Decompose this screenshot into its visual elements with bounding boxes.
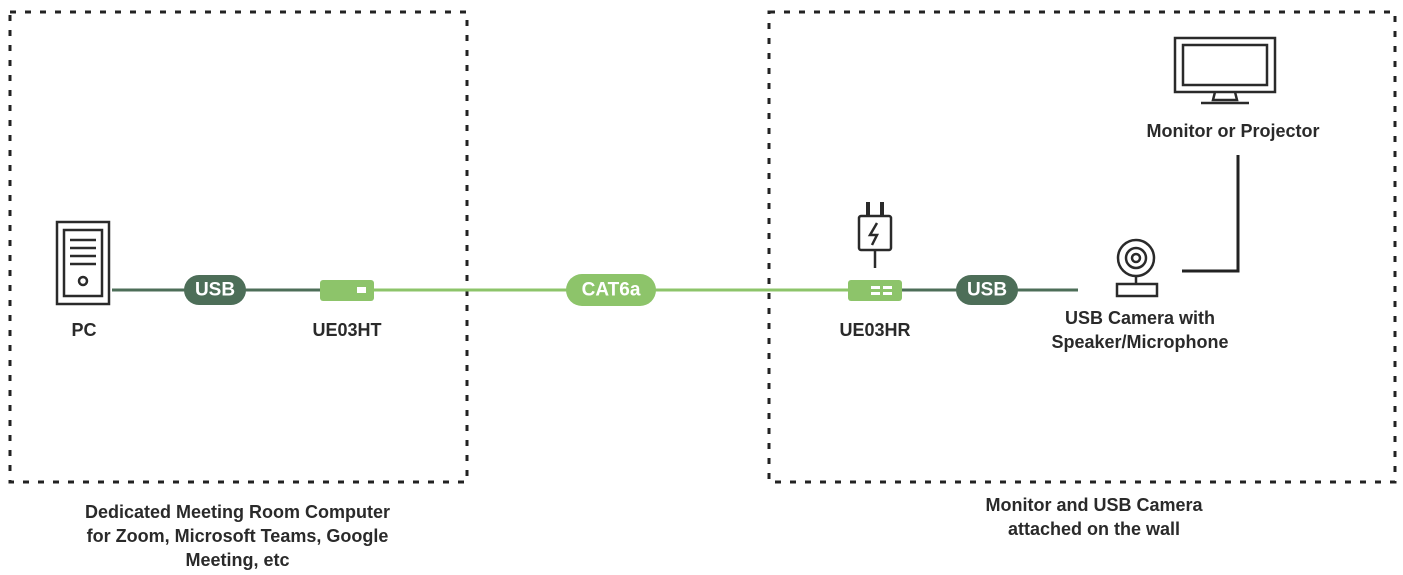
webcam-icon — [1115, 238, 1159, 298]
pc-label: PC — [71, 320, 97, 340]
ue03hr-label: UE03HR — [839, 320, 911, 340]
meeting-room-computer-zone — [8, 10, 469, 484]
hdmi-cable-monitor — [1182, 155, 1240, 273]
usb-pill-left-text: USB — [195, 280, 235, 301]
meeting-room-caption-line1: Dedicated Meeting Room Computer — [84, 502, 391, 522]
wall-zone — [767, 10, 1397, 484]
camera-label-line2: Speaker/Microphone — [1051, 332, 1229, 352]
ue03hr-receiver — [848, 280, 902, 301]
ue03ht-label: UE03HT — [312, 320, 382, 340]
wall-caption: Monitor and USB Camera attached on the w… — [944, 493, 1244, 541]
monitor-icon — [1173, 36, 1277, 105]
wall-caption-line2: attached on the wall — [1007, 519, 1181, 539]
meeting-room-caption-line3: Meeting, etc — [185, 550, 290, 570]
camera-label-line1: USB Camera with — [1064, 308, 1216, 328]
monitor-label: Monitor or Projector — [1146, 121, 1320, 141]
ue03ht-transmitter — [320, 280, 374, 301]
usb-pill-left: USB — [184, 275, 246, 305]
meeting-room-caption-line2: for Zoom, Microsoft Teams, Google — [86, 526, 389, 546]
cat6a-pill-text: CAT6a — [582, 280, 641, 301]
meeting-room-caption: Dedicated Meeting Room Computer for Zoom… — [30, 500, 445, 572]
usb-pill-right-text: USB — [967, 280, 1007, 301]
power-adapter-icon — [857, 202, 893, 268]
pc-tower-icon — [55, 220, 111, 306]
wall-caption-line1: Monitor and USB Camera — [985, 495, 1203, 515]
cat6a-pill: CAT6a — [566, 274, 656, 306]
usb-pill-right: USB — [956, 275, 1018, 305]
camera-label: USB Camera with Speaker/Microphone — [1020, 306, 1260, 354]
